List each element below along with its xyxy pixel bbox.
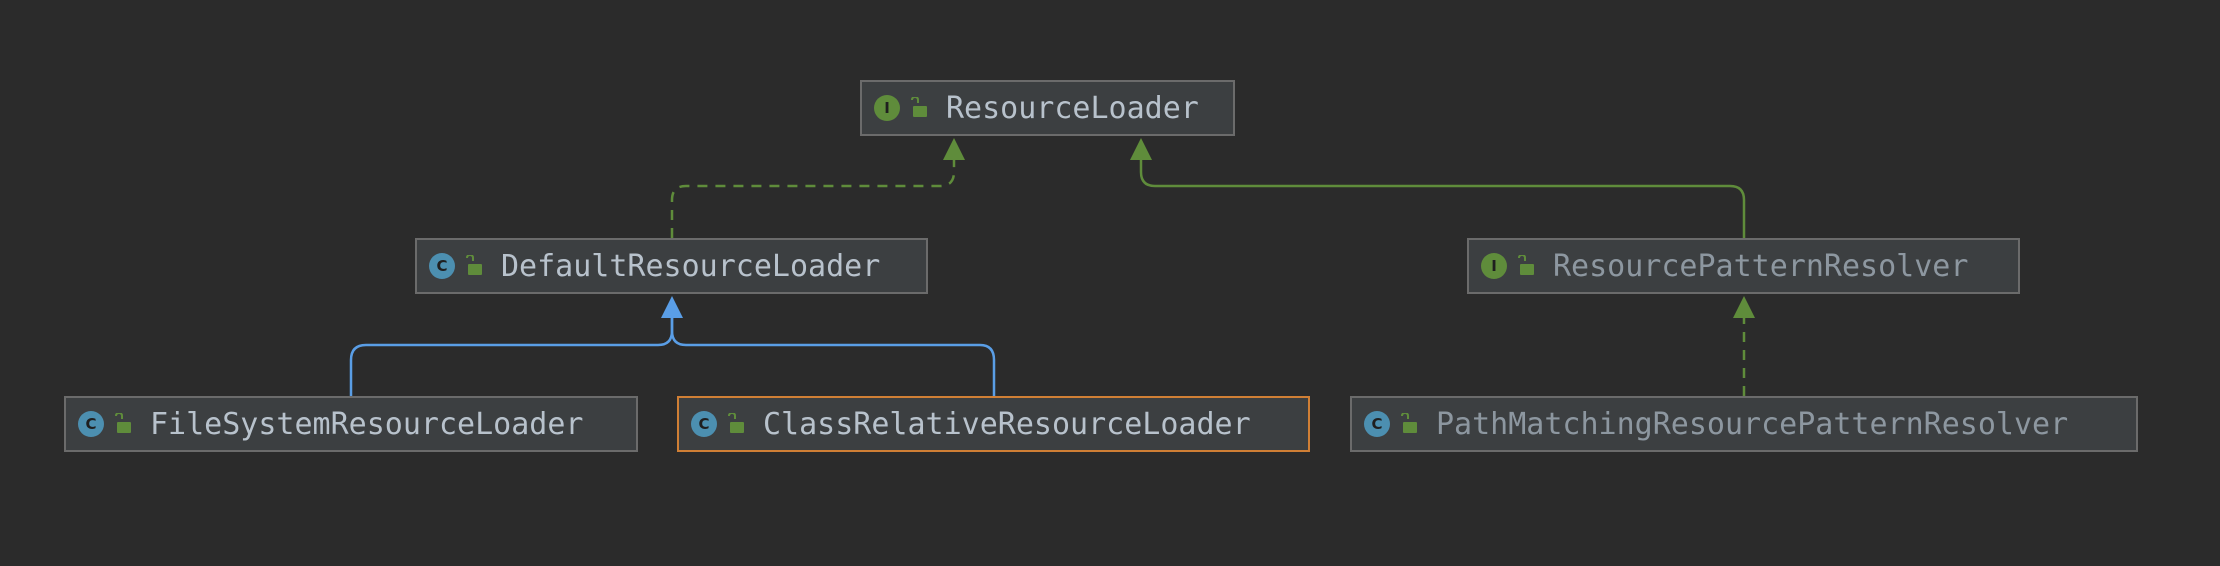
node-class-relative-resource-loader[interactable]: C ClassRelativeResourceLoader [677, 396, 1310, 452]
interface-icon: I [874, 95, 900, 121]
node-file-system-resource-loader[interactable]: C FileSystemResourceLoader [64, 396, 638, 452]
lock-open-icon [115, 413, 131, 433]
node-label: PathMatchingResourcePatternResolver [1436, 406, 2069, 442]
lock-open-icon [466, 255, 482, 275]
node-default-resource-loader[interactable]: C DefaultResourceLoader [415, 238, 928, 294]
edge-file-system-resource-loader-extends-default-resource-loader [349, 316, 674, 396]
edge-resource-pattern-resolver-extends-resource-loader [1139, 158, 1746, 238]
node-resource-pattern-resolver[interactable]: I ResourcePatternResolver [1467, 238, 2020, 294]
node-label: ResourcePatternResolver [1553, 248, 1969, 284]
arrowhead-resource-loader-right [1130, 138, 1152, 160]
arrowhead-default-resource-loader [661, 296, 683, 318]
class-icon: C [691, 411, 717, 437]
arrowhead-resource-loader-left [943, 138, 965, 160]
lock-open-icon [911, 97, 927, 117]
node-resource-loader[interactable]: I ResourceLoader [860, 80, 1235, 136]
lock-open-icon [728, 413, 744, 433]
node-label: FileSystemResourceLoader [150, 406, 584, 442]
node-label: DefaultResourceLoader [501, 248, 881, 284]
node-path-matching-resource-pattern-resolver[interactable]: C PathMatchingResourcePatternResolver [1350, 396, 2138, 452]
node-label: ClassRelativeResourceLoader [763, 406, 1251, 442]
arrowhead-resource-pattern-resolver [1733, 296, 1755, 318]
lock-open-icon [1401, 413, 1417, 433]
node-label: ResourceLoader [946, 90, 1199, 126]
interface-icon: I [1481, 253, 1507, 279]
class-icon: C [1364, 411, 1390, 437]
lock-open-icon [1518, 255, 1534, 275]
edge-default-resource-loader-implements-resource-loader [670, 158, 956, 238]
class-icon: C [78, 411, 104, 437]
class-icon: C [429, 253, 455, 279]
edge-class-relative-resource-loader-extends-default-resource-loader [670, 316, 996, 396]
